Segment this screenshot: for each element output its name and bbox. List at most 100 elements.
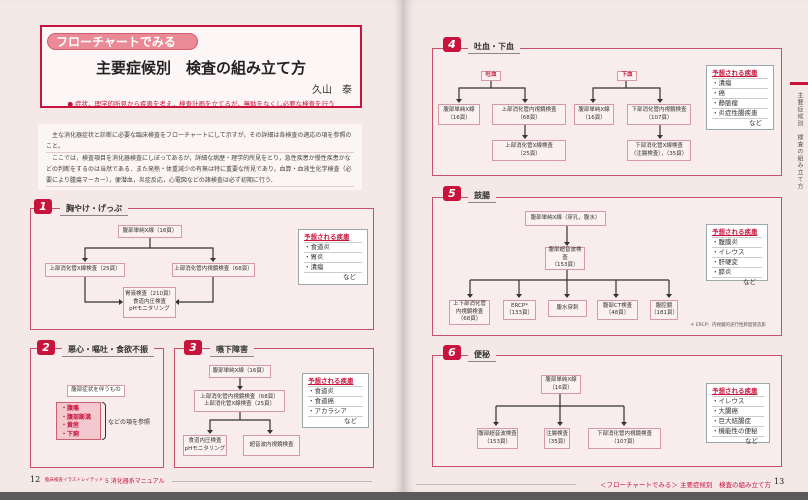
section-title: 便秘 xyxy=(468,349,496,362)
disease-etc: など xyxy=(344,417,357,425)
disease-item: ・機能性の便秘 xyxy=(712,427,764,437)
node-line: pHモニタリング xyxy=(129,306,170,313)
flow-node: 上部消化管X線検査（25頁） xyxy=(492,140,566,161)
intro-paragraph: 主な消化器症状と診断に必要な臨床検査をフローチャートにして示すが，その詳細は各検… xyxy=(46,130,354,153)
disease-box: 予想される疾患・イレウス・大腸癌・巨大結腸症・機能性の便秘など xyxy=(706,383,770,445)
page-number: 13 xyxy=(774,477,785,486)
node-line: （107頁） xyxy=(611,438,638,445)
node-line: 上部消化管内視鏡検査（68頁） xyxy=(200,393,279,400)
node-line: 食道内圧検査 xyxy=(132,298,166,305)
flow-node: 腹水穿刺 xyxy=(548,300,587,317)
symptom-item: ・腹痛 xyxy=(61,405,80,412)
flow-node: 腹部単純X線（16頁） xyxy=(574,104,614,125)
left-page: フローチャートでみる 主要症候別 検査の組み立て方 久山 泰 ● 症状，理学的所… xyxy=(0,0,404,492)
disease-etc: など xyxy=(745,437,758,445)
node-line: 腹部単純X線 xyxy=(443,107,475,113)
disease-heading: 予想される疾患 xyxy=(308,377,363,387)
disease-item: ・炎症性腸疾患 xyxy=(712,109,768,119)
disease-item: ・食道炎 xyxy=(308,387,363,397)
flow-node: 腹部超音波検査（153頁） xyxy=(545,247,585,270)
section-number: 5 xyxy=(443,186,461,201)
lead-text: ● 症状，理学的所見から疾患を考え，検査計画を立てるが，無駄をなくし必要な検査を… xyxy=(67,100,335,108)
flow-node: 上部消化管内視鏡検査（68頁） xyxy=(492,104,566,125)
symptom-item: ・黄疸 xyxy=(61,422,80,429)
node-line: 腹腔鏡 xyxy=(655,302,673,309)
disease-item: ・アカラシア xyxy=(308,407,363,417)
flow-node: 腹部超音波検査（153頁） xyxy=(477,428,518,449)
disease-item: ・イレウス xyxy=(712,397,764,407)
flow-node: 上下部消化管内視鏡検査（68頁） xyxy=(449,300,490,325)
flow-label: 吐血 xyxy=(481,71,501,81)
symptom-item: ・下痢 xyxy=(61,430,80,438)
flow-node: 腹部CT検査（48頁） xyxy=(597,300,638,320)
flow-node: 上部消化管内視鏡検査（68頁） xyxy=(172,263,255,277)
disease-box: 予想される疾患・食道炎・胃炎・潰瘍など xyxy=(298,229,368,285)
node-line: 腹部超音波検査 xyxy=(478,431,517,437)
flow-arrows xyxy=(207,378,273,434)
flow-arrows xyxy=(82,238,216,305)
disease-item: ・大腸癌 xyxy=(712,407,764,417)
flow-node: 腹部単純X線（穿孔，腹水） xyxy=(525,211,606,226)
flow-node: 上部消化管X線検査（25頁） xyxy=(45,263,125,277)
flow-node: 注腸検査（35頁） xyxy=(544,428,570,449)
section-title: 悪心・嘔吐・食欲不振 xyxy=(62,344,154,357)
node-line: ERCP* xyxy=(511,302,528,309)
flow-node: 超音波内視鏡検査 xyxy=(243,435,300,456)
flow-arrows xyxy=(456,80,663,139)
disease-etc: など xyxy=(743,278,756,286)
node-line: （注腸検査），（35頁） xyxy=(630,150,688,157)
disease-item: ・肝硬変 xyxy=(712,258,762,268)
node-line: 食道内圧検査 xyxy=(188,438,222,444)
node-line: （68頁） xyxy=(457,316,482,323)
node-line: 注腸検査 xyxy=(545,431,568,437)
node-line: 下部消化管内視鏡検査 xyxy=(596,431,652,437)
flow-arrows xyxy=(493,393,627,426)
disease-item: ・イレウス xyxy=(712,248,762,258)
node-line: 腹部CT検査 xyxy=(602,302,633,309)
node-line: （153頁） xyxy=(551,262,579,269)
intro-paragraph: ここでは，検査項目を消化器検査にしぼってあるが，詳細な病歴・理学的所見をとり，急… xyxy=(46,153,354,187)
disease-box: 予想される疾患・腹膜炎・イレウス・肝硬変・膵炎など xyxy=(706,224,768,286)
symptom-list: ・腹痛・腹部膨満・黄疸・下痢 xyxy=(56,402,101,440)
node-line: 上部消化管X線検査 xyxy=(505,143,553,149)
node-line: 内視鏡検査 xyxy=(455,308,484,315)
flow-node: 腹部単純X線（16頁） xyxy=(209,365,271,378)
disease-item: ・胃炎 xyxy=(304,253,362,263)
side-tab-bar xyxy=(790,82,808,85)
page-title: 主要症候別 検査の組み立て方 xyxy=(95,59,306,77)
flow-node: ERCP*（133頁） xyxy=(503,300,536,320)
flow-node: 腹部症状を伴うもの xyxy=(67,385,125,397)
node-line: 下部消化管X線検査 xyxy=(635,143,683,149)
disease-box: 予想される疾患・食道炎・食道癌・アカラシアなど xyxy=(302,373,369,428)
section-title: 鼓腸 xyxy=(468,190,496,203)
running-title: ＜フローチャートでみる＞ 主要症候別 検査の組み立て方 xyxy=(600,481,772,489)
flow-node: 下部消化管内視鏡検査（107頁） xyxy=(627,104,691,125)
node-line: （16頁） xyxy=(549,384,573,391)
node-line: 下部消化管内視鏡検査 xyxy=(631,107,687,113)
disease-heading: 予想される疾患 xyxy=(304,233,362,243)
book-title: 5 消化器系マニュアル xyxy=(105,478,165,485)
divider xyxy=(416,484,576,485)
author: 久山 泰 xyxy=(312,85,352,96)
node-line: （107頁） xyxy=(645,114,673,121)
disease-item: ・巨大結腸症 xyxy=(712,417,764,427)
node-line: 腹部単純X線 xyxy=(578,107,610,113)
node-line: 腹部単純X線 xyxy=(545,377,577,383)
section-number: 3 xyxy=(184,340,202,355)
flow-node: 下部消化管X線検査（注腸検査），（35頁） xyxy=(627,140,691,161)
flow-node: 腹部単純X線（16頁） xyxy=(118,225,182,238)
footnote: ＊ ERCP：内視鏡的逆行性膵胆管造影 xyxy=(690,323,767,328)
disease-heading: 予想される疾患 xyxy=(712,387,764,397)
symptom-item: ・腹部膨満 xyxy=(61,413,92,421)
title-box: フローチャートでみる 主要症候別 検査の組み立て方 久山 泰 ● 症状，理学的所… xyxy=(40,25,362,108)
node-line: pHモニタリング xyxy=(184,445,226,452)
disease-item: ・食道炎 xyxy=(304,243,362,253)
disease-heading: 予想される疾患 xyxy=(712,228,762,238)
flow-arrows xyxy=(467,226,672,298)
node-line: （35頁） xyxy=(545,438,569,445)
section-title: 嚥下障害 xyxy=(210,344,254,357)
disease-box: 予想される疾患・潰瘍・癌・静脈瘤・炎症性腸疾患など xyxy=(706,65,774,130)
flow-node: 腹腔鏡（181頁） xyxy=(650,300,678,320)
